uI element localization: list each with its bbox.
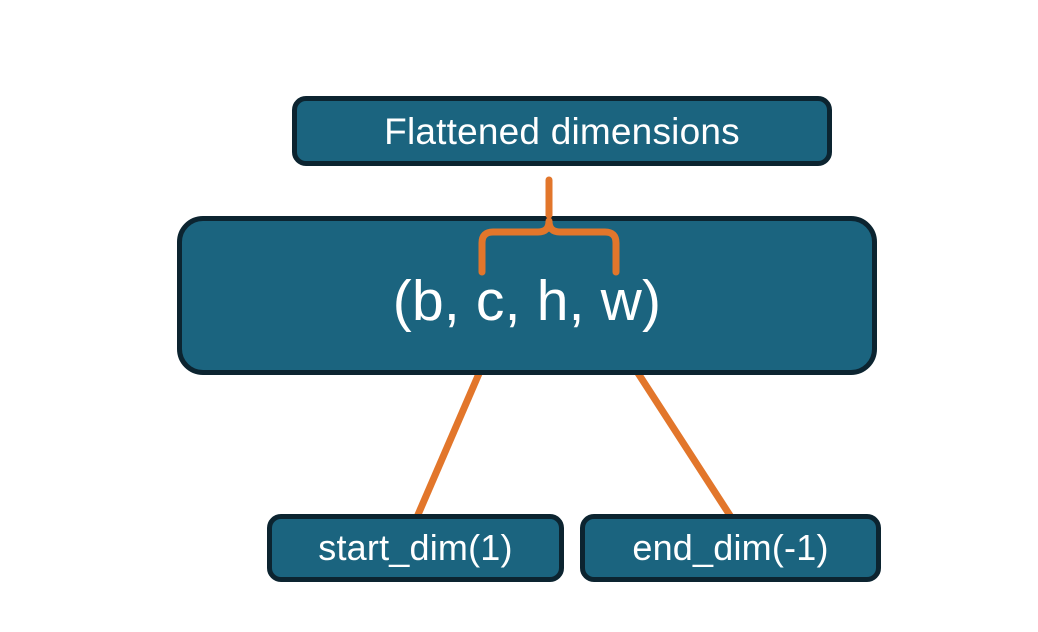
curly-brace-icon xyxy=(478,176,620,276)
